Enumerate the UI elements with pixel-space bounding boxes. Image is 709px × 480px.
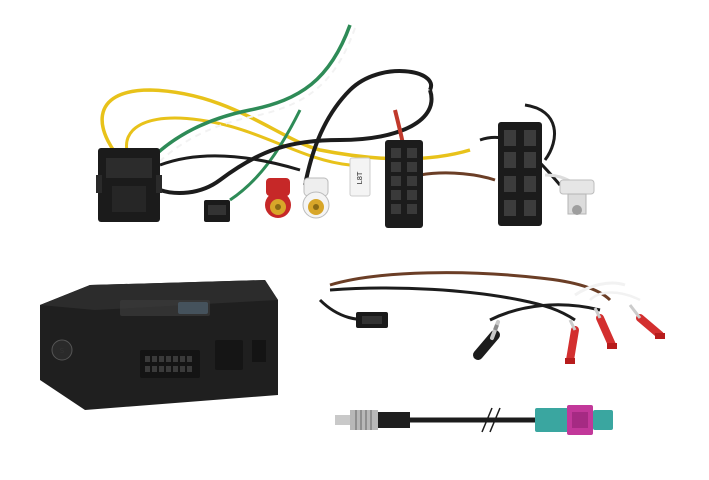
fakra-connector bbox=[535, 405, 613, 435]
green-white-wire bbox=[148, 24, 352, 162]
wire-tag: L8T bbox=[349, 157, 371, 197]
brown-wire bbox=[419, 171, 496, 182]
black-harness-wire-2 bbox=[329, 286, 576, 322]
aux-steering-harness bbox=[318, 271, 665, 364]
quadlock-connector bbox=[96, 148, 162, 222]
module-port bbox=[140, 350, 200, 378]
din-antenna-plug bbox=[335, 410, 410, 430]
cable-break-1 bbox=[481, 407, 493, 433]
iso-connector bbox=[498, 122, 542, 226]
module-icon-text: S bbox=[60, 347, 65, 355]
jack-3-5mm bbox=[473, 320, 500, 360]
cable-break-2 bbox=[489, 407, 501, 433]
black-wire-3 bbox=[159, 154, 301, 172]
antenna-adapter-top bbox=[559, 179, 595, 215]
red-pin-1 bbox=[565, 326, 579, 364]
rca-white-connector bbox=[302, 177, 330, 219]
black-wire-right bbox=[524, 103, 557, 161]
yellow-wire-2 bbox=[125, 116, 351, 176]
center-multi-pin-connector bbox=[385, 140, 423, 228]
black-harness-wire-3 bbox=[489, 303, 601, 322]
brown-harness-wire bbox=[329, 271, 612, 302]
top-wiring-harness: L8T bbox=[96, 24, 595, 228]
red-pin-2 bbox=[596, 314, 617, 349]
module-side-icon: S bbox=[51, 339, 73, 361]
wire-tag-text: L8T bbox=[356, 171, 364, 184]
interface-module-box: S bbox=[40, 280, 278, 410]
white-harness-wire-2 bbox=[589, 291, 641, 302]
white-wire bbox=[154, 27, 356, 167]
rca-red-connector bbox=[265, 178, 291, 218]
red-pin-3 bbox=[636, 314, 665, 339]
small-black-plug bbox=[356, 312, 388, 328]
small-plug bbox=[204, 200, 230, 222]
black-wire bbox=[159, 89, 434, 195]
antenna-adapter-cable bbox=[335, 405, 613, 435]
white-harness-wire bbox=[574, 281, 626, 297]
black-wire-2 bbox=[303, 69, 434, 186]
module-side-port bbox=[215, 340, 243, 370]
